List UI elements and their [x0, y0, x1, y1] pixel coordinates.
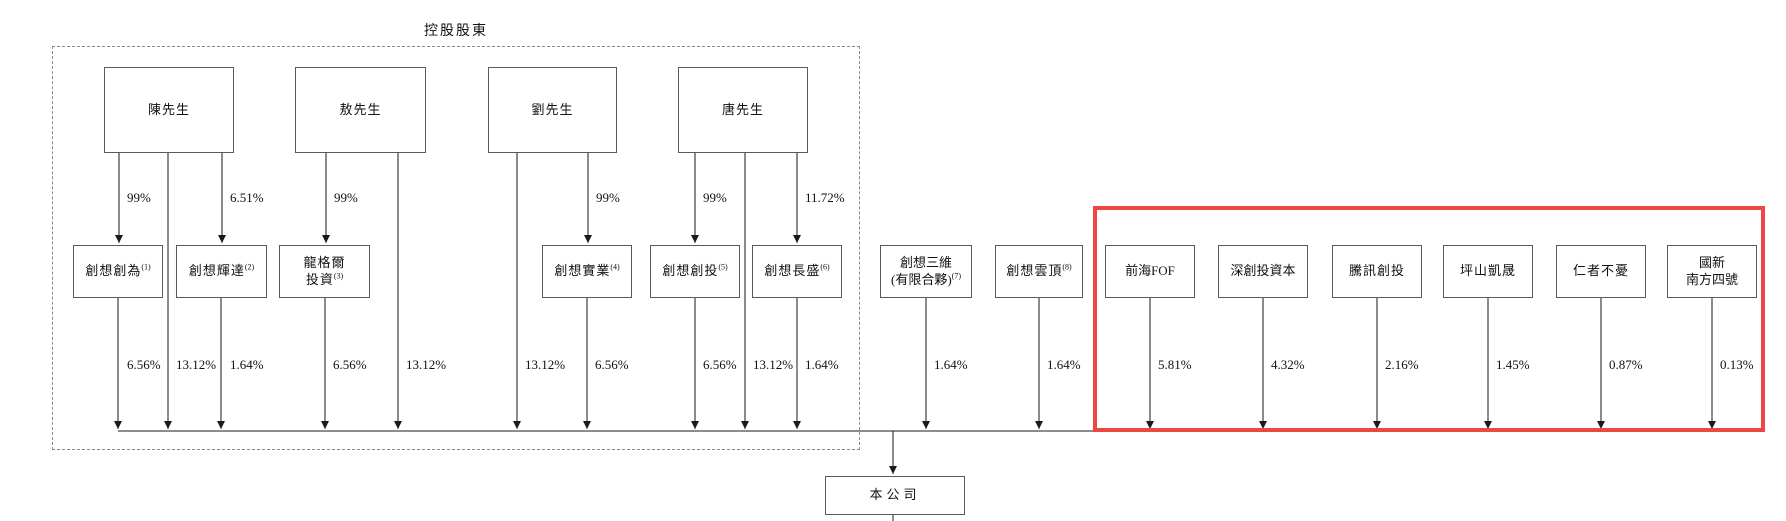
entity-name: 創想輝達(2): [188, 262, 255, 279]
ownership-percentage: 13.12%: [176, 357, 217, 372]
ownership-percentage: 1.64%: [805, 357, 839, 372]
entity-name: 仁者不憂: [1572, 263, 1629, 279]
entity-name: 創想創投(5): [662, 262, 728, 279]
footnote-marker: (6): [820, 262, 830, 272]
person-box-liu: 劉先生: [488, 67, 617, 153]
entity-box-chuangxiang-shiye: 創想實業(4): [542, 245, 632, 298]
person-name: 敖先生: [339, 101, 382, 117]
person-name: 劉先生: [531, 101, 574, 117]
entity-box-chuangxiang-huida: 創想輝達(2): [176, 245, 267, 298]
entity-name: 創想長盛(6): [764, 262, 830, 279]
ownership-percentage: 99%: [596, 190, 620, 205]
person-name: 唐先生: [721, 101, 764, 117]
person-box-tang: 唐先生: [678, 67, 808, 153]
entity-box-pingshan-kaisheng: 坪山凱晟: [1443, 245, 1533, 298]
ownership-percentage: 1.64%: [230, 357, 264, 372]
footnote-marker: (7): [951, 271, 961, 281]
ownership-percentage: 6.56%: [127, 357, 161, 372]
footnote-marker: (2): [244, 262, 255, 272]
entity-box-chuangxiang-chuangtou: 創想創投(5): [650, 245, 740, 298]
entity-box-tengxun-chuangtou: 騰訊創投: [1332, 245, 1422, 298]
ownership-percentage: 13.12%: [406, 357, 447, 372]
entity-box-qianhai-fof: 前海FOF: [1105, 245, 1195, 298]
entity-box-renzhe-buyou: 仁者不憂: [1556, 245, 1646, 298]
entity-box-chuangxiang-chuangwei: 創想創為(1): [73, 245, 163, 298]
footnote-marker: (3): [333, 271, 344, 281]
entity-name: 創想創為(1): [85, 262, 151, 279]
person-box-chen: 陳先生: [104, 67, 234, 153]
entity-box-shenchuangtou-ziben: 深創投資本: [1218, 245, 1308, 298]
ownership-percentage: 1.64%: [934, 357, 968, 372]
footnote-marker: (5): [718, 262, 728, 272]
entity-name: 前海FOF: [1125, 263, 1175, 279]
ownership-percentage: 99%: [703, 190, 727, 205]
person-box-ao: 敖先生: [295, 67, 426, 153]
controlling-shareholders-label: 控股股東: [424, 24, 488, 39]
ownership-percentage: 1.45%: [1496, 357, 1530, 372]
entity-name: 南方四號: [1685, 271, 1738, 287]
ownership-percentage: 2.16%: [1385, 357, 1419, 372]
entity-name: 深創投資本: [1230, 263, 1296, 279]
entity-name-line1: 創想三維: [899, 254, 952, 270]
entity-box-chuangxiang-changsheng: 創想長盛(6): [752, 245, 842, 298]
entity-name: 騰訊創投: [1348, 263, 1405, 279]
entity-name: 創想雲頂(8): [1006, 262, 1072, 279]
entity-name: 坪山凱晟: [1459, 263, 1516, 279]
entity-name: (有限合夥)(7): [891, 271, 961, 287]
ownership-percentage: 6.56%: [595, 357, 629, 372]
ownership-percentage: 99%: [334, 190, 358, 205]
entity-name-line1: 龍格爾: [303, 254, 346, 270]
footnote-marker: (4): [610, 262, 620, 272]
ownership-percentage: 0.87%: [1609, 357, 1643, 372]
entity-name: 投資(3): [305, 271, 344, 287]
ownership-percentage: 1.64%: [1047, 357, 1081, 372]
entity-box-guoxin-nanfang-sihao: 國新 南方四號: [1667, 245, 1757, 298]
ownership-percentage: 6.56%: [703, 357, 737, 372]
entity-name-line1: 國新: [1698, 254, 1725, 270]
ownership-percentage: 11.72%: [805, 190, 845, 205]
ownership-percentage: 13.12%: [753, 357, 794, 372]
entity-name: 創想實業(4): [554, 262, 620, 279]
person-name: 陳先生: [147, 101, 190, 117]
company-name: 本公司: [869, 487, 921, 503]
ownership-percentage: 5.81%: [1158, 357, 1192, 372]
ownership-percentage: 99%: [127, 190, 151, 205]
footnote-marker: (1): [141, 262, 151, 272]
entity-box-longgeer-touzi: 龍格爾 投資(3): [279, 245, 370, 298]
ownership-percentage: 6.51%: [230, 190, 264, 205]
ownership-percentage: 0.13%: [1720, 357, 1754, 372]
highlight-rectangle: [1093, 206, 1765, 432]
ownership-percentage: 13.12%: [525, 357, 566, 372]
company-box: 本公司: [825, 476, 965, 515]
footnote-marker: (8): [1062, 262, 1072, 272]
entity-box-chuangxiang-sanwei: 創想三維 (有限合夥)(7): [880, 245, 972, 298]
entity-box-chuangxiang-yunding: 創想雲頂(8): [995, 245, 1083, 298]
ownership-percentage: 6.56%: [333, 357, 367, 372]
ownership-percentage: 4.32%: [1271, 357, 1305, 372]
controlling-shareholders-group-border: [52, 46, 860, 450]
